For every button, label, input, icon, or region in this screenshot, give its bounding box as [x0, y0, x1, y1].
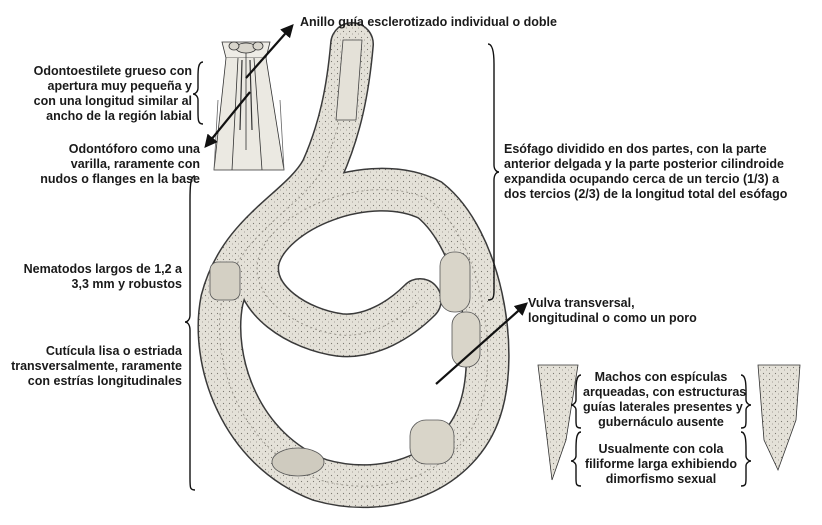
label-line: Odontóforo como una: [68, 142, 200, 156]
label-cola: Usualmente con cola filiforme larga exhi…: [583, 442, 739, 487]
label-line: 3,3 mm y robustos: [71, 277, 182, 291]
label-line: Cutícula lisa o estriada: [45, 344, 182, 358]
label-cuticula: Cutícula lisa o estriada transversalment…: [4, 344, 182, 389]
label-line: expandida ocupando cerca de un tercio (1…: [504, 172, 780, 186]
label-line: longitudinal o como un poro: [528, 311, 697, 325]
label-line: con una longitud similar al: [33, 94, 192, 108]
label-line: ancho de la región labial: [46, 109, 192, 123]
label-line: Usualmente con cola: [598, 442, 724, 456]
label-line: guías laterales presentes y: [583, 400, 743, 414]
label-anillo-text: Anillo guía esclerotizado individual o d…: [300, 15, 557, 29]
label-line: filiforme larga exhibiendo: [584, 457, 738, 471]
head-detail-drawing: [213, 41, 285, 171]
label-line: Vulva transversal,: [528, 296, 635, 310]
arrow-vulva: [435, 302, 528, 385]
arrow-odontoforo: [204, 91, 251, 149]
arrow-anillo: [245, 24, 294, 79]
label-line: con estrías longitudinales: [27, 374, 182, 388]
nematode-body-drawing: [197, 22, 510, 509]
label-machos: Machos con espículas arqueadas, con estr…: [583, 370, 747, 430]
label-line: Odontoestilete grueso con: [33, 64, 192, 78]
label-line: anterior delgada y la parte posterior ci…: [504, 157, 784, 171]
label-vulva: Vulva transversal, longitudinal o como u…: [528, 296, 697, 326]
label-line: Nematodos largos de 1,2 a: [23, 262, 182, 276]
label-line: Machos con espículas: [594, 370, 728, 384]
label-line: dos tercios (2/3) de la longitud total d…: [504, 187, 788, 201]
label-esofago: Esófago dividido en dos partes, con la p…: [504, 142, 787, 202]
label-anillo: Anillo guía esclerotizado individual o d…: [300, 15, 557, 30]
label-line: gubernáculo ausente: [598, 415, 724, 429]
label-line: nudos o flanges en la base: [40, 172, 200, 186]
label-odontoforo: Odontóforo como una varilla, raramente c…: [18, 142, 200, 187]
label-line: apertura muy pequeña y: [47, 79, 193, 93]
arrows: [204, 24, 528, 385]
label-line: varilla, raramente con: [70, 157, 200, 171]
label-line: arqueadas, con estructuras: [583, 385, 747, 399]
tail-detail-drawings: [537, 364, 801, 481]
label-line: dimorfismo sexual: [605, 472, 717, 486]
label-nematodos: Nematodos largos de 1,2 a 3,3 mm y robus…: [10, 262, 182, 292]
label-odontoestilete: Odontoestilete grueso con apertura muy p…: [18, 64, 192, 124]
brackets: [184, 43, 752, 491]
label-line: transversalmente, raramente: [11, 359, 182, 373]
label-line: Esófago dividido en dos partes, con la p…: [504, 142, 767, 156]
